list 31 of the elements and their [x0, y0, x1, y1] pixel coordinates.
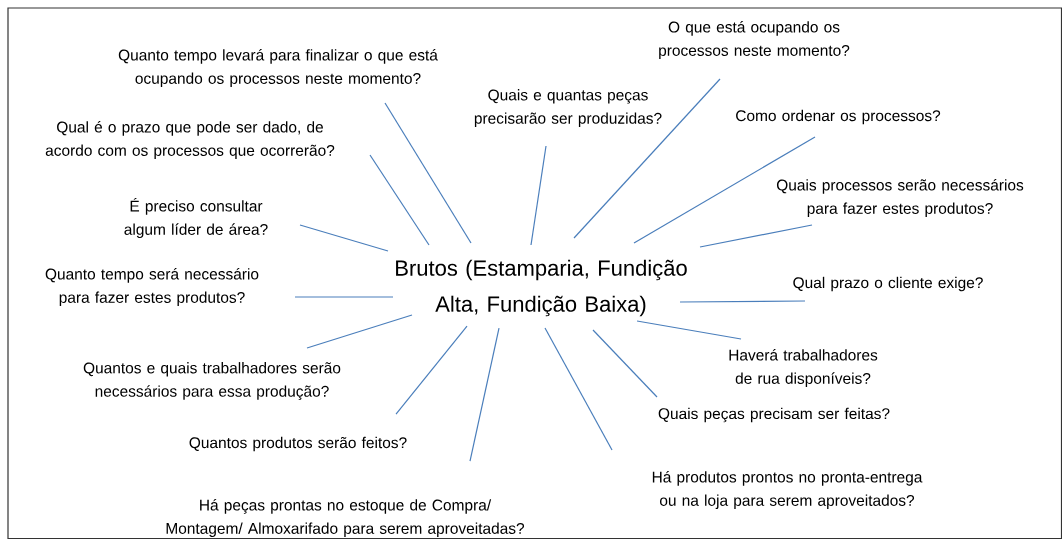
- question-text: O que está ocupando os processos neste momento?: [659, 21, 850, 59]
- connector-line: [299, 224, 389, 252]
- question-text: Qual prazo o cliente exige?: [793, 276, 983, 292]
- question-text: Qual é o prazo que pode ser dado, de acordo com os processos que ocorrerão?: [45, 121, 335, 159]
- question-text: É preciso consultar algum líder de área?: [124, 198, 268, 238]
- question-text: Haverá trabalhadores de rua disponíveis?: [729, 349, 878, 387]
- connector-line: [573, 78, 721, 239]
- connector-line: [592, 329, 658, 398]
- question-text: Quanto tempo será necessário para fazer estes produtos?: [45, 268, 259, 306]
- connector-line: [679, 300, 806, 303]
- connector-line: [530, 145, 547, 246]
- question-text: Quais e quantas peças precisarão ser produzidas?: [474, 89, 662, 127]
- connector-line: [294, 296, 394, 298]
- connector-line: [369, 154, 430, 246]
- question-text: Como ordenar os processos?: [736, 109, 941, 125]
- question-text: Há produtos prontos no pronta-entrega ou na loja para serem aproveitados?: [652, 471, 923, 509]
- question-text: Há peças prontas no estoque de Compra/ Montagem/ Almoxarifado para serem aproveitadas?: [166, 499, 525, 537]
- question-text: Quanto tempo levará para finalizar o que está ocupando os processos neste momento?: [118, 49, 438, 87]
- question-text: Quais peças precisam ser feitas?: [658, 407, 890, 423]
- question-text: Quantos e quais trabalhadores serão necessários para essa produção?: [83, 362, 341, 400]
- connector-line: [469, 327, 500, 462]
- question-text: Quantos produtos serão feitos?: [189, 436, 407, 452]
- connector-line: [384, 102, 472, 244]
- center-topic: Brutos (Estamparia, Fundição Alta, Fundição Baixa): [396, 259, 687, 317]
- connector-line: [699, 224, 813, 248]
- connector-line: [395, 325, 468, 415]
- connector-line: [636, 320, 742, 340]
- question-text: Quais processos serão necessários para fazer estes produtos?: [776, 179, 1024, 217]
- connector-line: [544, 327, 613, 451]
- connector-line: [633, 136, 816, 244]
- connector-line: [306, 314, 413, 349]
